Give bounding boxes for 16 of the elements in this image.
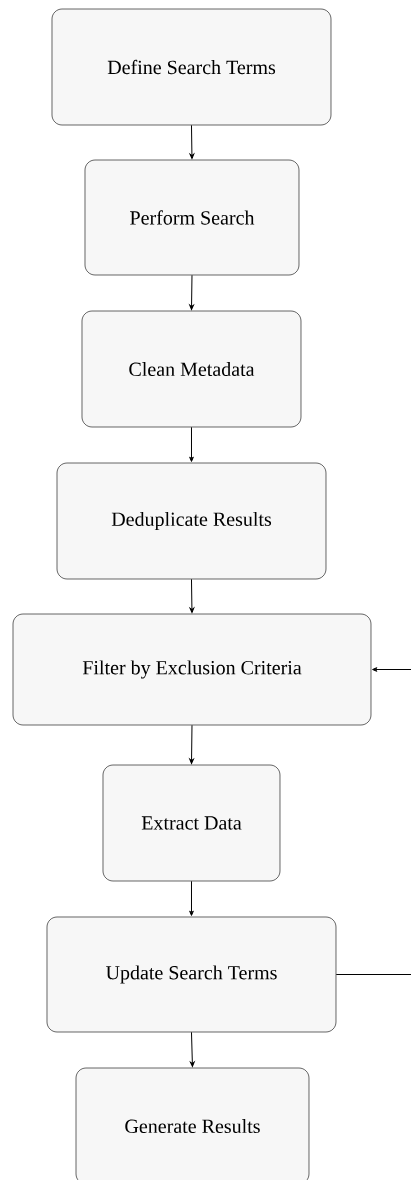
arrow (189, 880, 194, 916)
arrow (189, 578, 195, 613)
process-box: Deduplicate Results (56, 462, 327, 580)
arrow (189, 426, 194, 462)
arrow (190, 1031, 195, 1067)
process-box: Perform Search (84, 159, 300, 276)
arrow (189, 274, 194, 310)
process-box: Filter by Exclusion Criteria (12, 613, 372, 726)
arrow (189, 124, 195, 159)
arrow (189, 724, 194, 764)
process-box: Generate Results (75, 1067, 310, 1180)
process-box: Update Search Terms (46, 916, 337, 1033)
process-box: Extract Data (102, 764, 281, 882)
process-box: Clean Metadata (81, 310, 302, 428)
feedback-arrow (335, 667, 411, 975)
process-box: Define Search Terms (51, 8, 332, 126)
